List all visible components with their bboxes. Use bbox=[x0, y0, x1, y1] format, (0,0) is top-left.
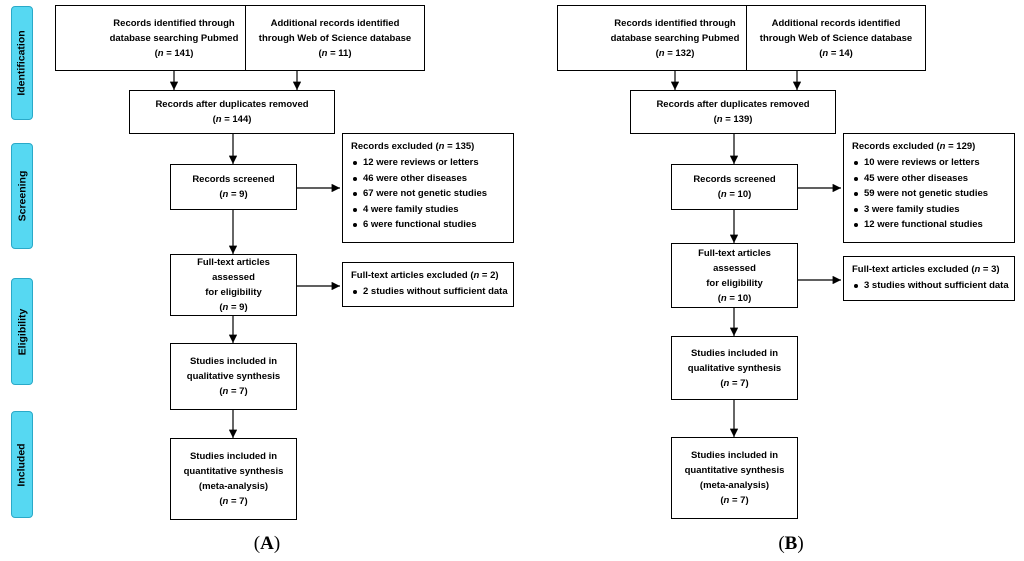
db-search-count: (n = 141) bbox=[154, 47, 194, 59]
panel-a-excluded-box: Records excluded (n = 135) 12 were revie… bbox=[342, 133, 514, 243]
panel-b-quantitative-box: Studies included in quantitative synthes… bbox=[671, 437, 798, 519]
stage-tab-identification: Identification bbox=[11, 6, 33, 120]
panel-a-additional-box: Additional records identified through We… bbox=[245, 5, 425, 71]
panel-b-qualitative-box: Studies included in qualitative synthesi… bbox=[671, 336, 798, 400]
list-item: 46 were other diseases bbox=[351, 171, 487, 187]
list-item: 6 were functional studies bbox=[351, 217, 487, 233]
screened-line1: Records screened bbox=[693, 174, 776, 185]
panel-b-screened-box: Records screened (n = 10) bbox=[671, 164, 798, 210]
quantitative-line3: (meta-analysis) bbox=[198, 481, 269, 492]
panel-a-dedup-box: Records after duplicates removed (n = 14… bbox=[129, 90, 335, 134]
fulltext-excluded-title: Full-text articles excluded (n = 3) bbox=[852, 264, 1000, 275]
additional-line2: through Web of Science database bbox=[759, 32, 913, 44]
additional-count: (n = 11) bbox=[318, 47, 352, 59]
panel-a-quantitative-box: Studies included in quantitative synthes… bbox=[170, 438, 297, 520]
qualitative-line2: qualitative synthesis bbox=[186, 371, 281, 382]
panel-a-fulltext-box: Full-text articles assessed for eligibil… bbox=[170, 254, 297, 316]
qualitative-line1: Studies included in bbox=[189, 356, 278, 367]
quantitative-count: (n = 7) bbox=[720, 495, 749, 506]
quantitative-line1: Studies included in bbox=[690, 450, 779, 461]
quantitative-line1: Studies included in bbox=[189, 451, 278, 462]
fulltext-line2: for eligibility bbox=[706, 277, 763, 289]
quantitative-line3: (meta-analysis) bbox=[699, 480, 770, 491]
list-item: 59 were not genetic studies bbox=[852, 186, 988, 202]
fulltext-count: (n = 10) bbox=[717, 292, 752, 304]
fulltext-excluded-title: Full-text articles excluded (n = 2) bbox=[351, 270, 499, 281]
list-item: 4 were family studies bbox=[351, 202, 487, 218]
fulltext-line2: for eligibility bbox=[205, 287, 262, 298]
list-item: 10 were reviews or letters bbox=[852, 155, 988, 171]
panel-a-label: (A) bbox=[253, 533, 281, 554]
panel-b-fulltext-box: Full-text articles assessed for eligibil… bbox=[671, 243, 798, 308]
excluded-reasons-list: 10 were reviews or letters 45 were other… bbox=[852, 155, 988, 233]
screened-count: (n = 9) bbox=[219, 189, 248, 200]
panel-a-screened-box: Records screened (n = 9) bbox=[170, 164, 297, 210]
excluded-title: Records excluded (n = 129) bbox=[852, 141, 976, 152]
stage-label-identification: Identification bbox=[16, 30, 28, 96]
qualitative-line2: qualitative synthesis bbox=[687, 362, 782, 374]
panel-b-dedup-box: Records after duplicates removed (n = 13… bbox=[630, 90, 836, 134]
stage-tab-eligibility: Eligibility bbox=[11, 278, 33, 385]
qualitative-count: (n = 7) bbox=[219, 386, 248, 397]
stage-label-included: Included bbox=[16, 442, 29, 487]
qualitative-line1: Studies included in bbox=[690, 347, 779, 359]
panel-a-fulltext-excluded-box: Full-text articles excluded (n = 2) 2 st… bbox=[342, 262, 514, 307]
list-item: 3 were family studies bbox=[852, 202, 988, 218]
screened-count: (n = 10) bbox=[717, 189, 752, 200]
quantitative-line2: quantitative synthesis bbox=[684, 465, 785, 476]
additional-line1: Additional records identified bbox=[771, 17, 901, 29]
db-search-line1: Records identified through bbox=[614, 17, 736, 29]
panel-b-additional-box: Additional records identified through We… bbox=[746, 5, 926, 71]
stage-tab-screening: Screening bbox=[11, 143, 33, 249]
fulltext-excluded-list: 2 studies without sufficient data bbox=[351, 284, 508, 300]
excluded-title: Records excluded (n = 135) bbox=[351, 141, 475, 152]
panel-a-qualitative-box: Studies included in qualitative synthesi… bbox=[170, 343, 297, 410]
list-item: 67 were not genetic studies bbox=[351, 186, 487, 202]
screened-line1: Records screened bbox=[192, 174, 275, 185]
dedup-count: (n = 144) bbox=[212, 114, 252, 125]
panel-b-label: (B) bbox=[778, 533, 804, 554]
additional-line2: through Web of Science database bbox=[258, 32, 412, 44]
db-search-line2: database searching Pubmed bbox=[610, 32, 740, 44]
quantitative-count: (n = 7) bbox=[219, 496, 248, 507]
panel-b-excluded-box: Records excluded (n = 129) 10 were revie… bbox=[843, 133, 1015, 243]
db-search-line1: Records identified through bbox=[113, 17, 235, 29]
stage-label-screening: Screening bbox=[16, 170, 28, 222]
stage-tab-included: Included bbox=[11, 411, 33, 518]
panel-b-fulltext-excluded-box: Full-text articles excluded (n = 3) 3 st… bbox=[843, 256, 1015, 301]
stage-label-eligibility: Eligibility bbox=[16, 308, 29, 355]
list-item: 12 were reviews or letters bbox=[351, 155, 487, 171]
qualitative-count: (n = 7) bbox=[720, 377, 749, 389]
fulltext-line1: Full-text articles assessed bbox=[698, 247, 771, 274]
list-item: 12 were functional studies bbox=[852, 217, 988, 233]
dedup-line1: Records after duplicates removed bbox=[155, 99, 309, 110]
additional-line1: Additional records identified bbox=[270, 17, 400, 29]
list-item: 45 were other diseases bbox=[852, 171, 988, 187]
db-search-line2: database searching Pubmed bbox=[109, 32, 239, 44]
list-item: 2 studies without sufficient data bbox=[351, 284, 508, 300]
dedup-line1: Records after duplicates removed bbox=[656, 99, 810, 110]
quantitative-line2: quantitative synthesis bbox=[183, 466, 284, 477]
additional-count: (n = 14) bbox=[819, 47, 853, 59]
fulltext-line1: Full-text articles assessed bbox=[197, 257, 270, 283]
fulltext-excluded-list: 3 studies without sufficient data bbox=[852, 278, 1009, 294]
fulltext-count: (n = 9) bbox=[219, 302, 248, 313]
list-item: 3 studies without sufficient data bbox=[852, 278, 1009, 294]
dedup-count: (n = 139) bbox=[713, 114, 753, 125]
excluded-reasons-list: 12 were reviews or letters 46 were other… bbox=[351, 155, 487, 233]
db-search-count: (n = 132) bbox=[655, 47, 695, 59]
